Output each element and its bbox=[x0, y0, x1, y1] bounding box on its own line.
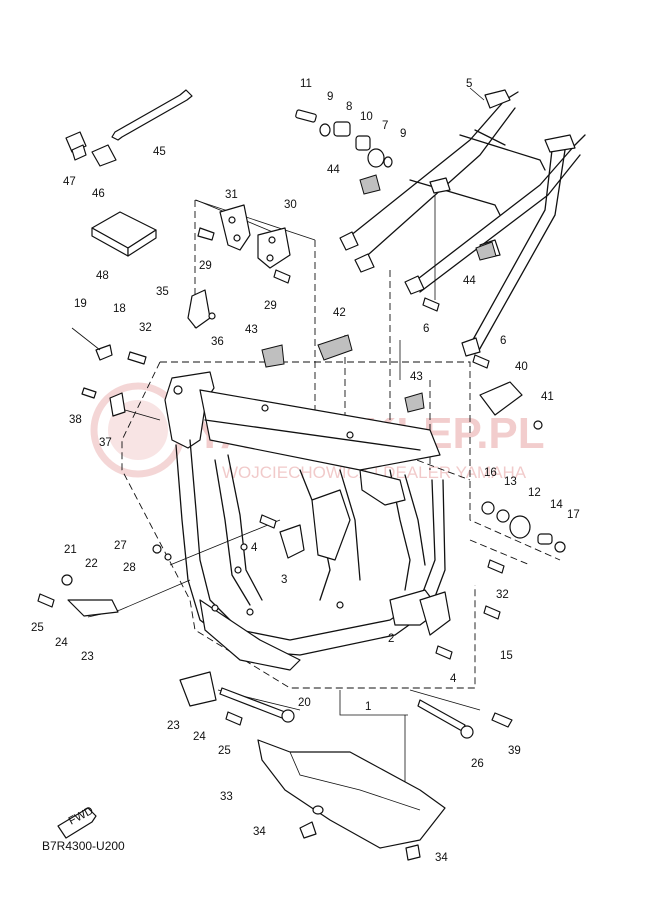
part-46-47-pivot bbox=[65, 131, 117, 167]
callout-13: 13 bbox=[504, 476, 517, 488]
callout-47: 47 bbox=[63, 176, 76, 188]
callout-25-b: 25 bbox=[218, 745, 231, 757]
callout-1: 1 bbox=[365, 701, 371, 713]
rear-subframe bbox=[339, 89, 586, 357]
callout-43-b: 43 bbox=[410, 371, 423, 383]
bushings-12-17 bbox=[481, 501, 566, 553]
callout-14: 14 bbox=[550, 499, 563, 511]
callout-8: 8 bbox=[346, 101, 352, 113]
callout-42: 42 bbox=[333, 307, 346, 319]
callout-29: 29 bbox=[199, 260, 212, 272]
callout-21: 21 bbox=[64, 544, 77, 556]
callout-27: 27 bbox=[114, 540, 127, 552]
callout-24: 24 bbox=[55, 637, 68, 649]
callout-35: 35 bbox=[156, 286, 169, 298]
callout-5: 5 bbox=[466, 78, 472, 90]
callout-9: 9 bbox=[327, 91, 333, 103]
callout-3: 3 bbox=[281, 574, 287, 586]
bracket-37-38 bbox=[81, 387, 126, 417]
callout-25: 25 bbox=[31, 622, 44, 634]
callout-23-b: 23 bbox=[167, 720, 180, 732]
callout-28: 28 bbox=[123, 562, 136, 574]
dashed-group-lines bbox=[121, 200, 561, 689]
callout-12: 12 bbox=[528, 487, 541, 499]
brackets-2-3 bbox=[279, 524, 451, 636]
manual-booklet bbox=[91, 211, 157, 257]
callout-22: 22 bbox=[85, 558, 98, 570]
callout-37: 37 bbox=[99, 437, 112, 449]
brackets-30-31 bbox=[219, 204, 291, 269]
callout-2: 2 bbox=[388, 633, 394, 645]
callout-29-b: 29 bbox=[264, 300, 277, 312]
callout-34-b: 34 bbox=[435, 852, 448, 864]
callout-48: 48 bbox=[96, 270, 109, 282]
callout-44: 44 bbox=[327, 164, 340, 176]
callout-44-b: 44 bbox=[463, 275, 476, 287]
callout-4: 4 bbox=[251, 542, 258, 554]
fwd-arrow-icon: FWD bbox=[57, 805, 97, 839]
callout-16: 16 bbox=[484, 467, 497, 479]
callout-32: 32 bbox=[139, 322, 152, 334]
callout-6-b: 6 bbox=[500, 335, 506, 347]
plates-23-24 bbox=[61, 544, 217, 707]
bolts-29 bbox=[197, 227, 291, 284]
callout-32-b: 32 bbox=[496, 589, 509, 601]
callout-17: 17 bbox=[567, 509, 580, 521]
diagram-code: B7R4300-U200 bbox=[42, 839, 125, 853]
bolts-misc bbox=[37, 297, 505, 726]
callout-38: 38 bbox=[69, 414, 82, 426]
callout-23: 23 bbox=[81, 651, 94, 663]
callout-labels: 1 2 3 4 4 5 6 6 7 8 9 9 10 11 12 13 14 1… bbox=[31, 78, 580, 864]
callout-36: 36 bbox=[211, 336, 224, 348]
callout-10: 10 bbox=[360, 111, 373, 123]
callout-24-b: 24 bbox=[193, 731, 206, 743]
callout-26: 26 bbox=[471, 758, 484, 770]
long-bolts-20-26 bbox=[219, 687, 513, 739]
callout-15: 15 bbox=[500, 650, 513, 662]
clamps-42-43 bbox=[261, 334, 425, 413]
clip-35-36 bbox=[187, 289, 216, 329]
callout-6: 6 bbox=[423, 323, 429, 335]
callout-45: 45 bbox=[153, 146, 166, 158]
cable-guide-18-19 bbox=[71, 327, 113, 361]
parts-7-8-9-10-11 bbox=[295, 109, 393, 168]
callout-20: 20 bbox=[298, 697, 311, 709]
callout-31: 31 bbox=[225, 189, 238, 201]
callout-18: 18 bbox=[113, 303, 126, 315]
callout-43: 43 bbox=[245, 324, 258, 336]
callout-41: 41 bbox=[541, 391, 554, 403]
callout-4-b: 4 bbox=[450, 673, 457, 685]
callout-30: 30 bbox=[284, 199, 297, 211]
watermark-subtext: WOJCIECHOWICZ | DEALER YAMAHA bbox=[222, 463, 527, 482]
callout-33: 33 bbox=[220, 791, 233, 803]
tool-wrench bbox=[111, 89, 193, 141]
skid-plate-33 bbox=[257, 739, 446, 861]
callout-11: 11 bbox=[300, 78, 312, 90]
callout-34: 34 bbox=[253, 826, 266, 838]
callout-40: 40 bbox=[515, 361, 528, 373]
callout-7: 7 bbox=[382, 120, 388, 132]
callout-19: 19 bbox=[74, 298, 87, 310]
callout-46: 46 bbox=[92, 188, 105, 200]
callout-9-b: 9 bbox=[400, 128, 406, 140]
callout-39: 39 bbox=[508, 745, 521, 757]
bracket-44 bbox=[359, 174, 497, 261]
guard-40 bbox=[479, 381, 543, 430]
